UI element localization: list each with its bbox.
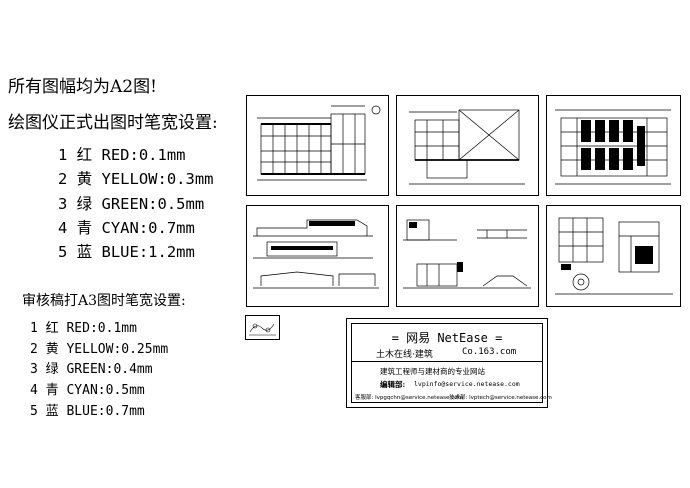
plotter-pen-1: 1 红 RED:0.1mm	[58, 146, 186, 164]
review-pen-4: 4 青 CYAN:0.5mm	[30, 383, 145, 398]
title-block-service: 客服部: lvpgqchn@service.netease.com	[355, 395, 463, 401]
drawing-sheet-thumbnail	[245, 315, 280, 340]
plotter-pen-2: 2 黄 YELLOW:0.3mm	[58, 170, 214, 188]
drawing-sheet-floor-plan-1	[246, 95, 389, 196]
drawing-sheet-floor-plan-2	[396, 95, 539, 196]
floor-plan-drawing	[257, 105, 381, 181]
roof-plan-drawing	[555, 109, 671, 185]
title-block: = 网易 NetEase = 土木在线·建筑 Co.163.com 建筑工程师与…	[346, 318, 552, 408]
plotter-pen-5: 5 蓝 BLUE:1.2mm	[58, 243, 195, 261]
section-drawing	[403, 219, 531, 289]
title-block-left: 土木在线·建筑	[376, 350, 433, 360]
title-block-title: = 网易 NetEase =	[391, 331, 503, 345]
review-pen-3: 3 绿 GREEN:0.4mm	[30, 362, 153, 377]
plotter-pen-4: 4 青 CYAN:0.7mm	[58, 219, 195, 237]
review-heading: 审核稿打A3图时笔宽设置:	[22, 293, 186, 309]
elevation-drawing	[253, 219, 379, 289]
plotter-heading: 绘图仪正式出图时笔宽设置:	[8, 113, 218, 133]
drawing-sheet-roof-plan	[546, 95, 681, 196]
title-block-tech: 技术部: lvptech@service.netease.com	[449, 395, 552, 401]
title-block-editor-label: 编辑部:	[380, 380, 406, 389]
title-block-right: Co.163.com	[462, 347, 517, 357]
title-block-divider	[352, 361, 542, 362]
detail-drawing	[555, 217, 673, 295]
plotter-pen-3: 3 绿 GREEN:0.5mm	[58, 195, 205, 213]
drawing-sheet-sections	[396, 205, 539, 307]
thumbnail-drawing	[249, 323, 276, 336]
drawing-sheet-elevations	[246, 205, 389, 307]
title-block-frame: = 网易 NetEase = 土木在线·建筑 Co.163.com 建筑工程师与…	[351, 323, 552, 403]
review-pen-1: 1 红 RED:0.1mm	[30, 321, 137, 336]
title-block-slogan: 建筑工程师与建材商的专业网站	[380, 367, 485, 376]
review-pen-5: 5 蓝 BLUE:0.7mm	[30, 404, 145, 419]
review-pen-2: 2 黄 YELLOW:0.25mm	[30, 342, 169, 357]
drawing-sheet-details	[546, 205, 681, 307]
title-block-editor-email: lvpinfo@service.netease.com	[414, 380, 520, 388]
a2-heading: 所有图幅均为A2图!	[8, 77, 157, 97]
floor-plan-drawing	[409, 109, 525, 185]
